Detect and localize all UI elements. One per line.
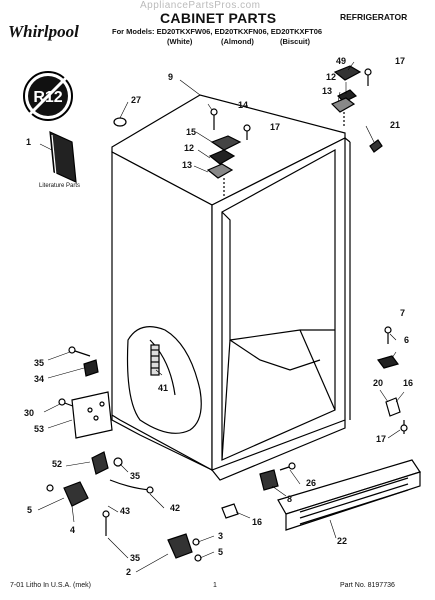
callout-41: 41 — [158, 383, 169, 393]
callout-6: 6 — [404, 335, 410, 345]
drain-tube-part — [150, 344, 160, 376]
callout-8: 8 — [287, 494, 293, 504]
callout-20: 20 — [373, 378, 384, 388]
clip-part — [369, 139, 383, 153]
left-bracket-parts — [58, 346, 113, 439]
callout-26: 26 — [306, 478, 317, 488]
r12-badge: R12 — [22, 70, 74, 122]
callout-15: 15 — [186, 127, 197, 137]
callout-16: 16 — [403, 378, 414, 388]
callout-27: 27 — [131, 95, 142, 105]
color-white: (White) — [167, 37, 193, 46]
callout-5b: 5 — [218, 547, 224, 557]
callout-4: 4 — [70, 525, 76, 535]
callout-17: 17 — [395, 56, 406, 66]
literature-booklet — [49, 131, 77, 183]
cabinet-body — [111, 94, 351, 481]
callout-12: 12 — [326, 72, 337, 82]
callout-43: 43 — [120, 506, 131, 516]
callout-21: 21 — [390, 120, 401, 130]
literature-parts-label: Literature Parts — [39, 183, 81, 189]
color-almond: (Almond) — [221, 37, 254, 46]
callout-35b: 35 — [130, 471, 141, 481]
callout-13: 13 — [322, 86, 333, 96]
callout-17b: 17 — [270, 122, 281, 132]
callout-34: 34 — [34, 374, 45, 384]
callout-16b: 16 — [252, 517, 263, 527]
callout-17c: 17 — [376, 434, 387, 444]
footer-litho: 7-01 Litho In U.S.A. (mek) — [10, 582, 91, 589]
watermark-text: AppliancePartsPros.com — [140, 0, 261, 11]
callout-35c: 35 — [130, 553, 141, 563]
callout-22: 22 — [337, 536, 348, 546]
callout-52: 52 — [52, 459, 63, 469]
plug-part — [113, 117, 127, 127]
category-label: REFRIGERATOR — [340, 12, 408, 22]
callout-5: 5 — [27, 505, 33, 515]
callout-14: 14 — [238, 100, 249, 110]
callout-35: 35 — [34, 358, 45, 368]
toe-grille — [277, 459, 421, 531]
page-number: 1 — [213, 582, 217, 589]
callout-30: 30 — [24, 408, 35, 418]
callout-12b: 12 — [184, 143, 195, 153]
lower-hinge-assembly — [376, 326, 408, 434]
color-biscuit: (Biscuit) — [280, 37, 310, 46]
models-line: For Models: ED20TKXFW06, ED20TKXFN06, ED… — [112, 27, 323, 36]
callout-1: 1 — [26, 137, 32, 147]
callout-9: 9 — [168, 72, 174, 82]
callout-7: 7 — [400, 308, 406, 318]
callout-42: 42 — [170, 503, 181, 513]
part-number: Part No. 8197736 — [340, 582, 395, 589]
callout-53: 53 — [34, 424, 45, 434]
callout-49: 49 — [336, 56, 347, 66]
bracket-parts-center — [221, 462, 296, 519]
callout-2: 2 — [126, 567, 132, 577]
brand-logo: Whirlpool — [8, 22, 79, 41]
top-hinge-assembly — [330, 65, 372, 128]
callout-13b: 13 — [182, 160, 193, 170]
center-hinge-assembly — [206, 108, 251, 198]
callout-3: 3 — [218, 531, 224, 541]
page-title: CABINET PARTS — [160, 10, 277, 26]
